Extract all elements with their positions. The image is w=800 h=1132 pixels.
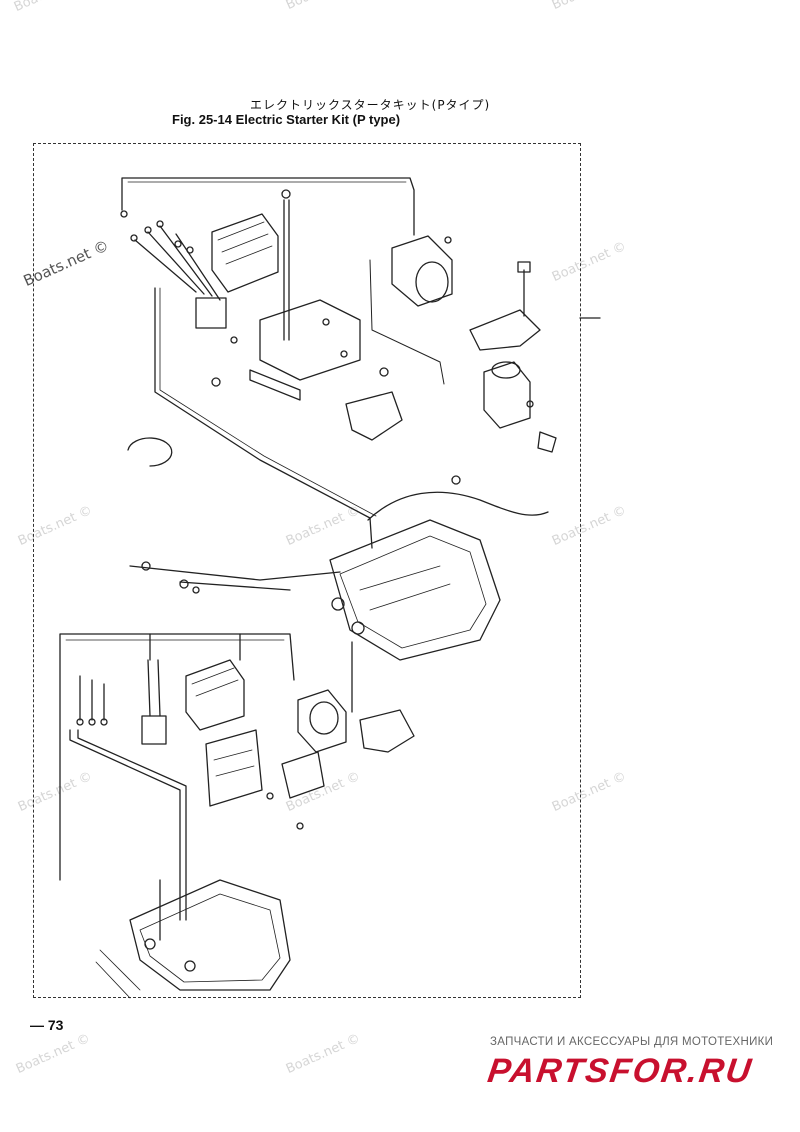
bolts (174, 236, 534, 485)
tube (69, 729, 187, 921)
starter-solenoid (297, 689, 347, 753)
regulator (185, 659, 245, 731)
wire-harness (59, 633, 295, 881)
wire-harness (121, 177, 415, 236)
starter-solenoid (391, 235, 453, 307)
page-number: — 73 (30, 1017, 64, 1033)
engine-base (329, 519, 501, 661)
brand-logo[interactable]: PARTSFOR.RU (485, 1052, 756, 1090)
rod (283, 199, 290, 341)
mounting-plate (205, 729, 263, 807)
starter-motor (483, 361, 531, 429)
page-number-value: 73 (47, 1017, 64, 1033)
footer-tagline: ЗАПЧАСТИ И АКСЕССУАРЫ ДЛЯ МОТОТЕХНИКИ (490, 1036, 774, 1048)
connector-block (141, 715, 167, 745)
wire-terminal (120, 210, 128, 218)
main-cable (154, 287, 373, 549)
figure-frame (33, 143, 581, 998)
engine-base (129, 879, 291, 991)
mounting-bracket (259, 299, 361, 381)
regulator (211, 213, 279, 293)
figure-title-japanese: エレクトリックスタータキット(Pタイプ) (250, 98, 491, 112)
connector-block (195, 297, 227, 329)
figure-title: Fig. 25-14 Electric Starter Kit (P type) (172, 112, 401, 127)
snap-ring (127, 437, 173, 467)
bracket (345, 391, 403, 441)
